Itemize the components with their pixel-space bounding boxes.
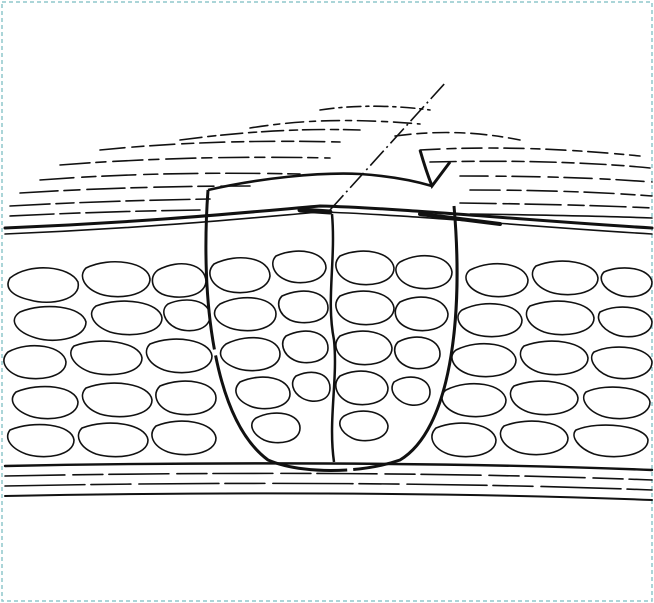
suture-top [208,174,432,190]
incision-line [331,214,335,462]
pointer-line [330,82,446,210]
fascia-upper [5,206,652,234]
fat-lobules [4,251,652,457]
dermis-lines [10,106,652,218]
fascia-lower [5,463,652,500]
needle-icon [420,150,450,186]
